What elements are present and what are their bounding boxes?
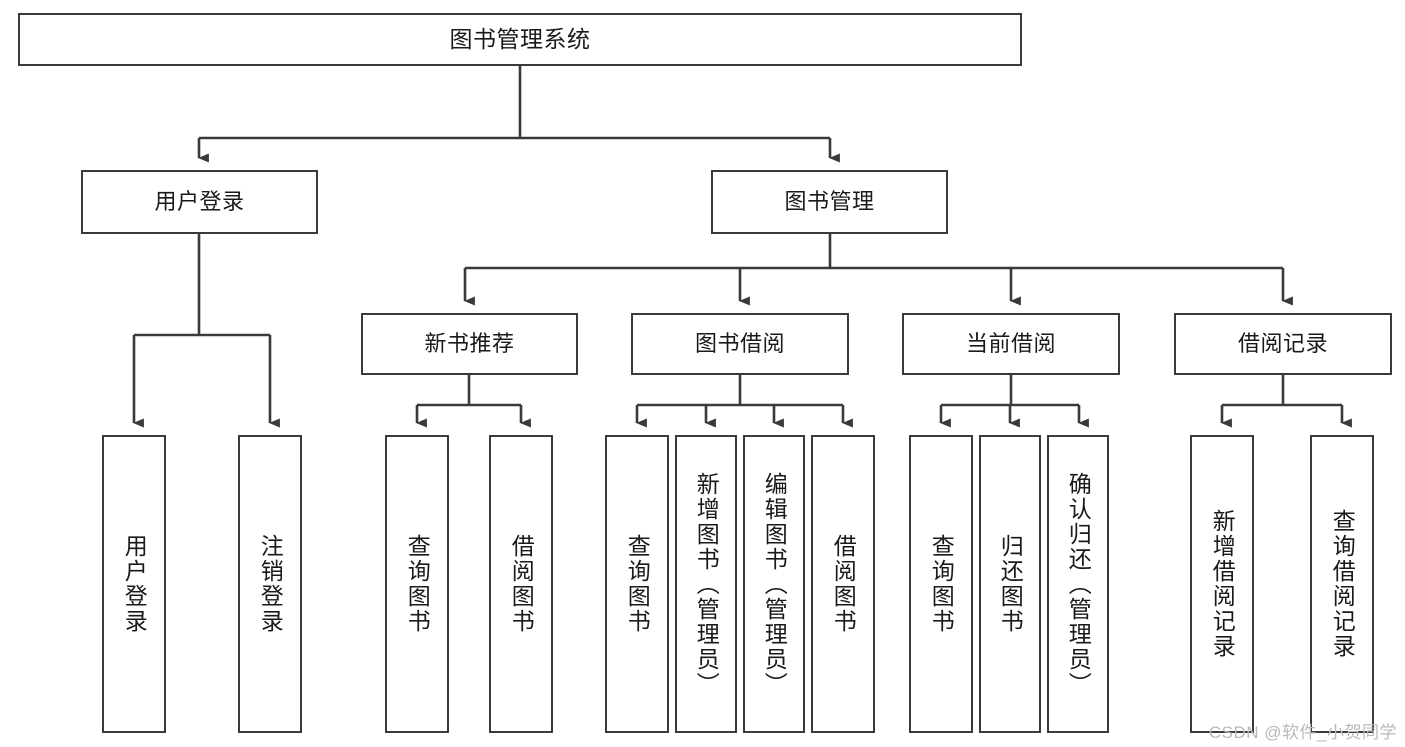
leaf-query-book-current-label: 查询图书 <box>928 534 955 634</box>
leaf-query-book-borrow[interactable]: 查询图书 <box>605 435 669 733</box>
node-new-book-recommend[interactable]: 新书推荐 <box>361 313 578 375</box>
leaf-query-book-borrow-label: 查询图书 <box>624 534 651 634</box>
leaf-borrow-book-recommend-label: 借阅图书 <box>508 534 535 634</box>
node-current-borrow[interactable]: 当前借阅 <box>902 313 1120 375</box>
leaf-add-borrow-record[interactable]: 新增借阅记录 <box>1190 435 1254 733</box>
leaf-return-book[interactable]: 归还图书 <box>979 435 1041 733</box>
leaf-logout-label: 注销登录 <box>257 534 284 634</box>
leaf-borrow-book[interactable]: 借阅图书 <box>811 435 875 733</box>
node-user-login-label: 用户登录 <box>154 189 245 215</box>
node-borrow-records[interactable]: 借阅记录 <box>1174 313 1392 375</box>
leaf-edit-book-admin[interactable]: 编辑图书（管理员） <box>743 435 805 733</box>
leaf-confirm-return-admin[interactable]: 确认归还（管理员） <box>1047 435 1109 733</box>
csdn-watermark: CSDN @软件_小贺同学 <box>1208 723 1397 742</box>
leaf-add-book-admin[interactable]: 新增图书（管理员） <box>675 435 737 733</box>
node-book-management-label: 图书管理 <box>784 189 875 215</box>
node-book-borrow-label: 图书借阅 <box>694 331 785 357</box>
node-borrow-records-label: 借阅记录 <box>1237 331 1328 357</box>
leaf-borrow-book-recommend[interactable]: 借阅图书 <box>489 435 553 733</box>
leaf-user-login[interactable]: 用户登录 <box>102 435 166 733</box>
node-root-label: 图书管理系统 <box>449 26 591 53</box>
leaf-add-book-admin-label: 新增图书（管理员） <box>693 471 720 697</box>
leaf-query-borrow-record[interactable]: 查询借阅记录 <box>1310 435 1374 733</box>
leaf-return-book-label: 归还图书 <box>997 534 1024 634</box>
leaf-borrow-book-label: 借阅图书 <box>830 534 857 634</box>
leaf-query-book-recommend[interactable]: 查询图书 <box>385 435 449 733</box>
leaf-query-borrow-record-label: 查询借阅记录 <box>1329 509 1356 659</box>
leaf-user-login-label: 用户登录 <box>121 534 148 634</box>
node-user-login[interactable]: 用户登录 <box>81 170 318 234</box>
leaf-query-book-current[interactable]: 查询图书 <box>909 435 973 733</box>
leaf-query-book-recommend-label: 查询图书 <box>404 534 431 634</box>
node-new-book-recommend-label: 新书推荐 <box>424 331 515 357</box>
leaf-add-borrow-record-label: 新增借阅记录 <box>1209 509 1236 659</box>
leaf-logout[interactable]: 注销登录 <box>238 435 302 733</box>
leaf-confirm-return-admin-label: 确认归还（管理员） <box>1065 471 1092 697</box>
node-book-management[interactable]: 图书管理 <box>711 170 948 234</box>
node-root[interactable]: 图书管理系统 <box>18 13 1022 66</box>
node-book-borrow[interactable]: 图书借阅 <box>631 313 849 375</box>
node-current-borrow-label: 当前借阅 <box>965 331 1056 357</box>
leaf-edit-book-admin-label: 编辑图书（管理员） <box>761 471 788 697</box>
